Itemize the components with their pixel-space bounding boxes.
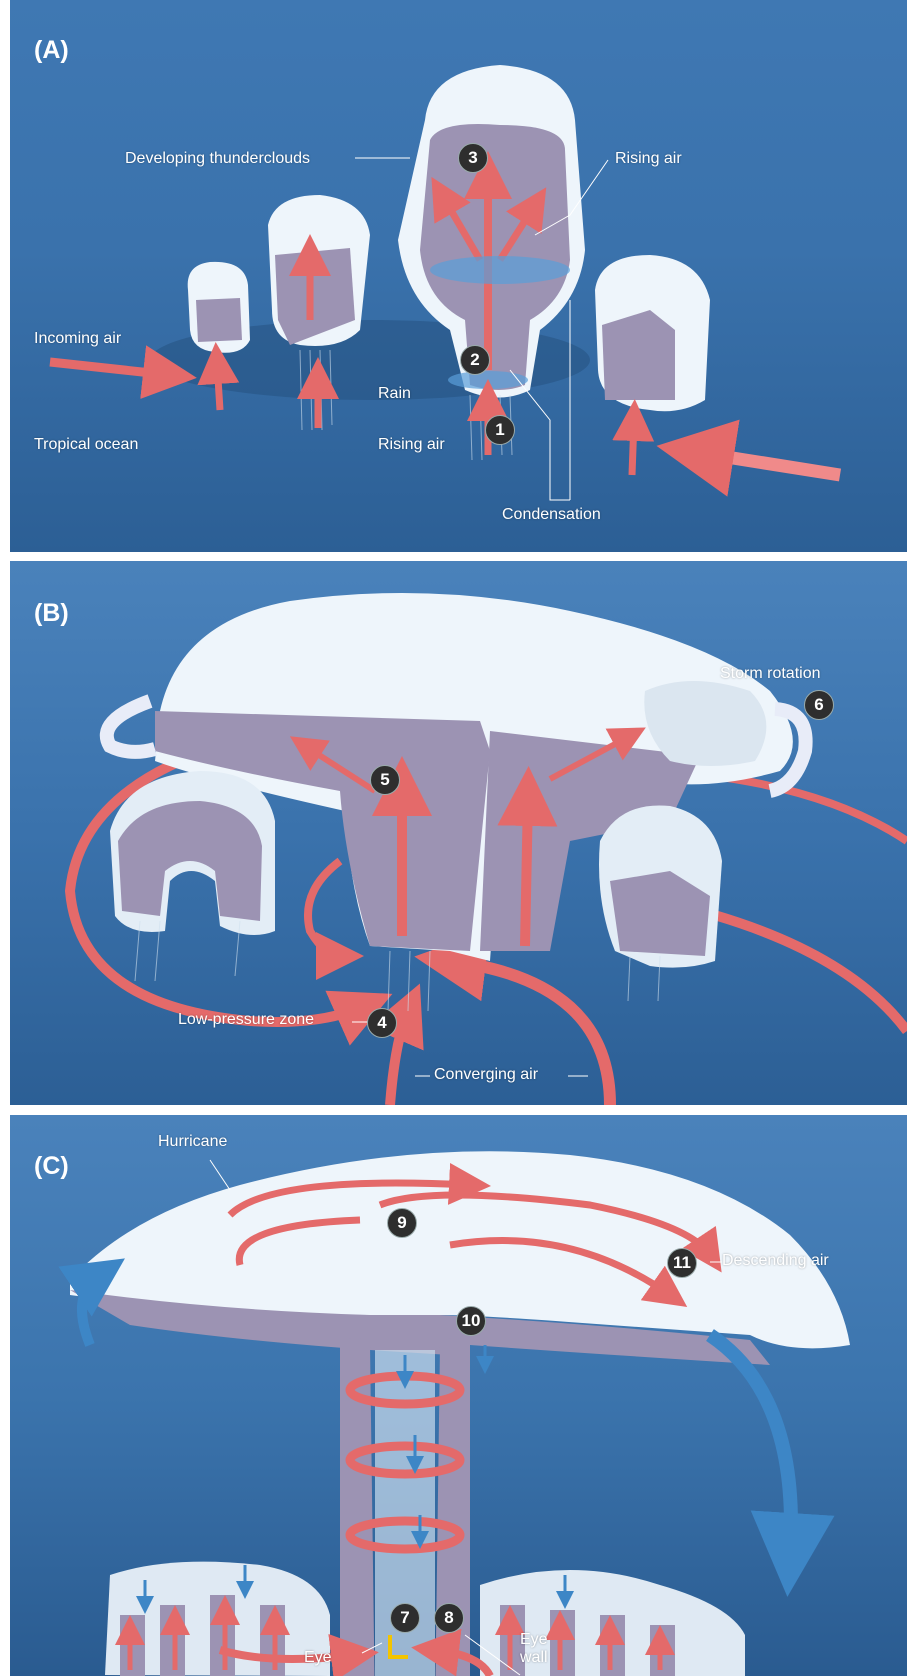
- rising-air-top-label: Rising air: [615, 150, 682, 168]
- marker-7: 7: [390, 1603, 420, 1633]
- panel-a-illustration: [10, 0, 907, 552]
- marker-2: 2: [460, 345, 490, 375]
- eye-label: Eye: [304, 1649, 332, 1667]
- incoming-air-label: Incoming air: [34, 330, 121, 348]
- rising-air-arrow: [217, 363, 220, 410]
- panel-c-tag: (C): [34, 1152, 69, 1181]
- storm-rotation-label: Storm rotation: [720, 665, 820, 683]
- rising-air-arrow: [525, 796, 528, 946]
- marker-3: 3: [458, 143, 488, 173]
- panel-a: (A) Developing thunderclouds Rising air …: [10, 0, 907, 552]
- hurricane-label: Hurricane: [158, 1133, 227, 1151]
- condensation-label: Condensation: [502, 506, 601, 524]
- rising-air-arrow: [632, 420, 634, 475]
- marker-10: 10: [456, 1306, 486, 1336]
- tropical-ocean-label: Tropical ocean: [34, 436, 138, 454]
- converging-air-label: Converging air: [434, 1066, 538, 1084]
- rising-air-bottom-label: Rising air: [378, 436, 445, 454]
- panel-b: (B) Storm rotation Low-pressure zone Con…: [10, 561, 907, 1105]
- panel-c-illustration: [10, 1115, 907, 1676]
- right-rain-cloud: [599, 805, 722, 967]
- small-cloud: [188, 262, 250, 353]
- marker-5: 5: [370, 765, 400, 795]
- marker-11: 11: [667, 1248, 697, 1278]
- marker-6: 6: [804, 690, 834, 720]
- marker-9: 9: [387, 1208, 417, 1238]
- panel-c: (C) Hurricane Descending air Eye Eye wal…: [10, 1115, 907, 1676]
- rain-label: Rain: [378, 385, 411, 403]
- panel-a-tag: (A): [34, 36, 69, 65]
- panel-b-tag: (B): [34, 599, 69, 628]
- panel-b-illustration: [10, 561, 907, 1105]
- marker-4: 4: [367, 1008, 397, 1038]
- growing-cloud: [268, 195, 370, 346]
- descending-air-label: Descending air: [722, 1252, 829, 1270]
- developing-thunderclouds-label: Developing thunderclouds: [125, 150, 310, 168]
- marker-8: 8: [434, 1603, 464, 1633]
- right-cloud: [595, 255, 710, 411]
- eye-wall-label: Eye wall: [520, 1631, 548, 1667]
- low-pressure-zone-label: Low-pressure zone: [178, 1011, 314, 1029]
- marker-1: 1: [485, 415, 515, 445]
